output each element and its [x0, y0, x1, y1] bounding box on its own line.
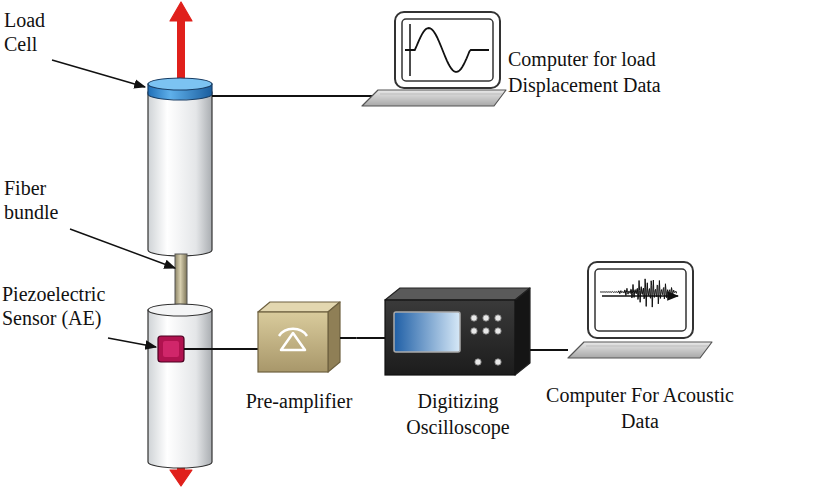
keyboard-edge [380, 94, 502, 95]
cable-stub [530, 349, 537, 351]
preamp-top [258, 302, 340, 312]
scope-knob [495, 328, 501, 334]
part-label: Fiber bundle [4, 176, 84, 224]
scope-top [385, 288, 530, 300]
scope-knob [495, 359, 501, 365]
amplifier-symbol-arc [279, 329, 307, 336]
keyboard-edge [586, 346, 708, 347]
load-arrow-head [170, 2, 192, 21]
amplifier-symbol [281, 333, 305, 350]
piezo-sensor [158, 336, 184, 362]
cable-stub [531, 349, 568, 351]
scope-front [385, 300, 515, 375]
device-label: Digitizing Oscilloscope [383, 388, 533, 441]
device-node: Digitizing Oscilloscope [379, 288, 537, 441]
laptop-screen [595, 269, 686, 331]
load-cell-cable [212, 95, 372, 97]
scope-side [515, 288, 530, 375]
signal-cable [357, 337, 380, 339]
device-label: Computer For Acoustic Data [535, 382, 745, 435]
leader-line [70, 229, 175, 268]
time-arrow [602, 295, 678, 297]
scope-knob [495, 315, 501, 321]
lower-grip-top [148, 304, 212, 316]
leader-line [108, 338, 156, 347]
preamp-front [258, 312, 328, 372]
computer-node: Computer for load Displacement Data [360, 12, 815, 99]
scope-knob [471, 328, 477, 334]
load-computer-icon [362, 12, 506, 106]
scope-knob [471, 315, 477, 321]
signal-cable [531, 349, 537, 351]
acoustic-waveform [600, 279, 677, 307]
sensor-cable [184, 348, 258, 350]
preamplifier-icon [258, 302, 340, 372]
cable-stub [340, 337, 357, 339]
device-label: Pre-amplifier [246, 388, 353, 414]
load-cell-top [148, 78, 212, 90]
leader-line [52, 60, 145, 87]
piezo-sensor-face [163, 341, 179, 357]
laptop-lid [588, 262, 693, 338]
part-label: Piezoelectric Sensor (AE) [2, 282, 120, 330]
upper-grip-cylinder [148, 92, 212, 256]
computer-node: Computer For Acoustic Data [531, 262, 749, 435]
laptop-screen [402, 19, 493, 81]
load-waveform [405, 28, 489, 72]
laptop-lid [395, 12, 500, 88]
scope-screen [394, 312, 460, 352]
fiber-bundle-rod [175, 254, 187, 312]
device-label: Computer for load Displacement Data [508, 46, 698, 99]
laptop-base [362, 90, 506, 106]
device-node: Pre-amplifier [242, 300, 357, 414]
load-arrow-head [170, 470, 192, 486]
acoustic-computer-icon [568, 262, 712, 358]
cable-stub [379, 337, 385, 339]
lower-grip-cylinder [148, 310, 212, 468]
scope-knob [483, 328, 489, 334]
part-label: Load Cell [4, 8, 66, 56]
scope-knob [475, 359, 481, 365]
oscilloscope-icon [385, 288, 530, 375]
preamp-side [328, 302, 340, 372]
load-arrow-shaft [177, 18, 185, 86]
laptop-base [568, 342, 712, 358]
scope-knob [483, 315, 489, 321]
